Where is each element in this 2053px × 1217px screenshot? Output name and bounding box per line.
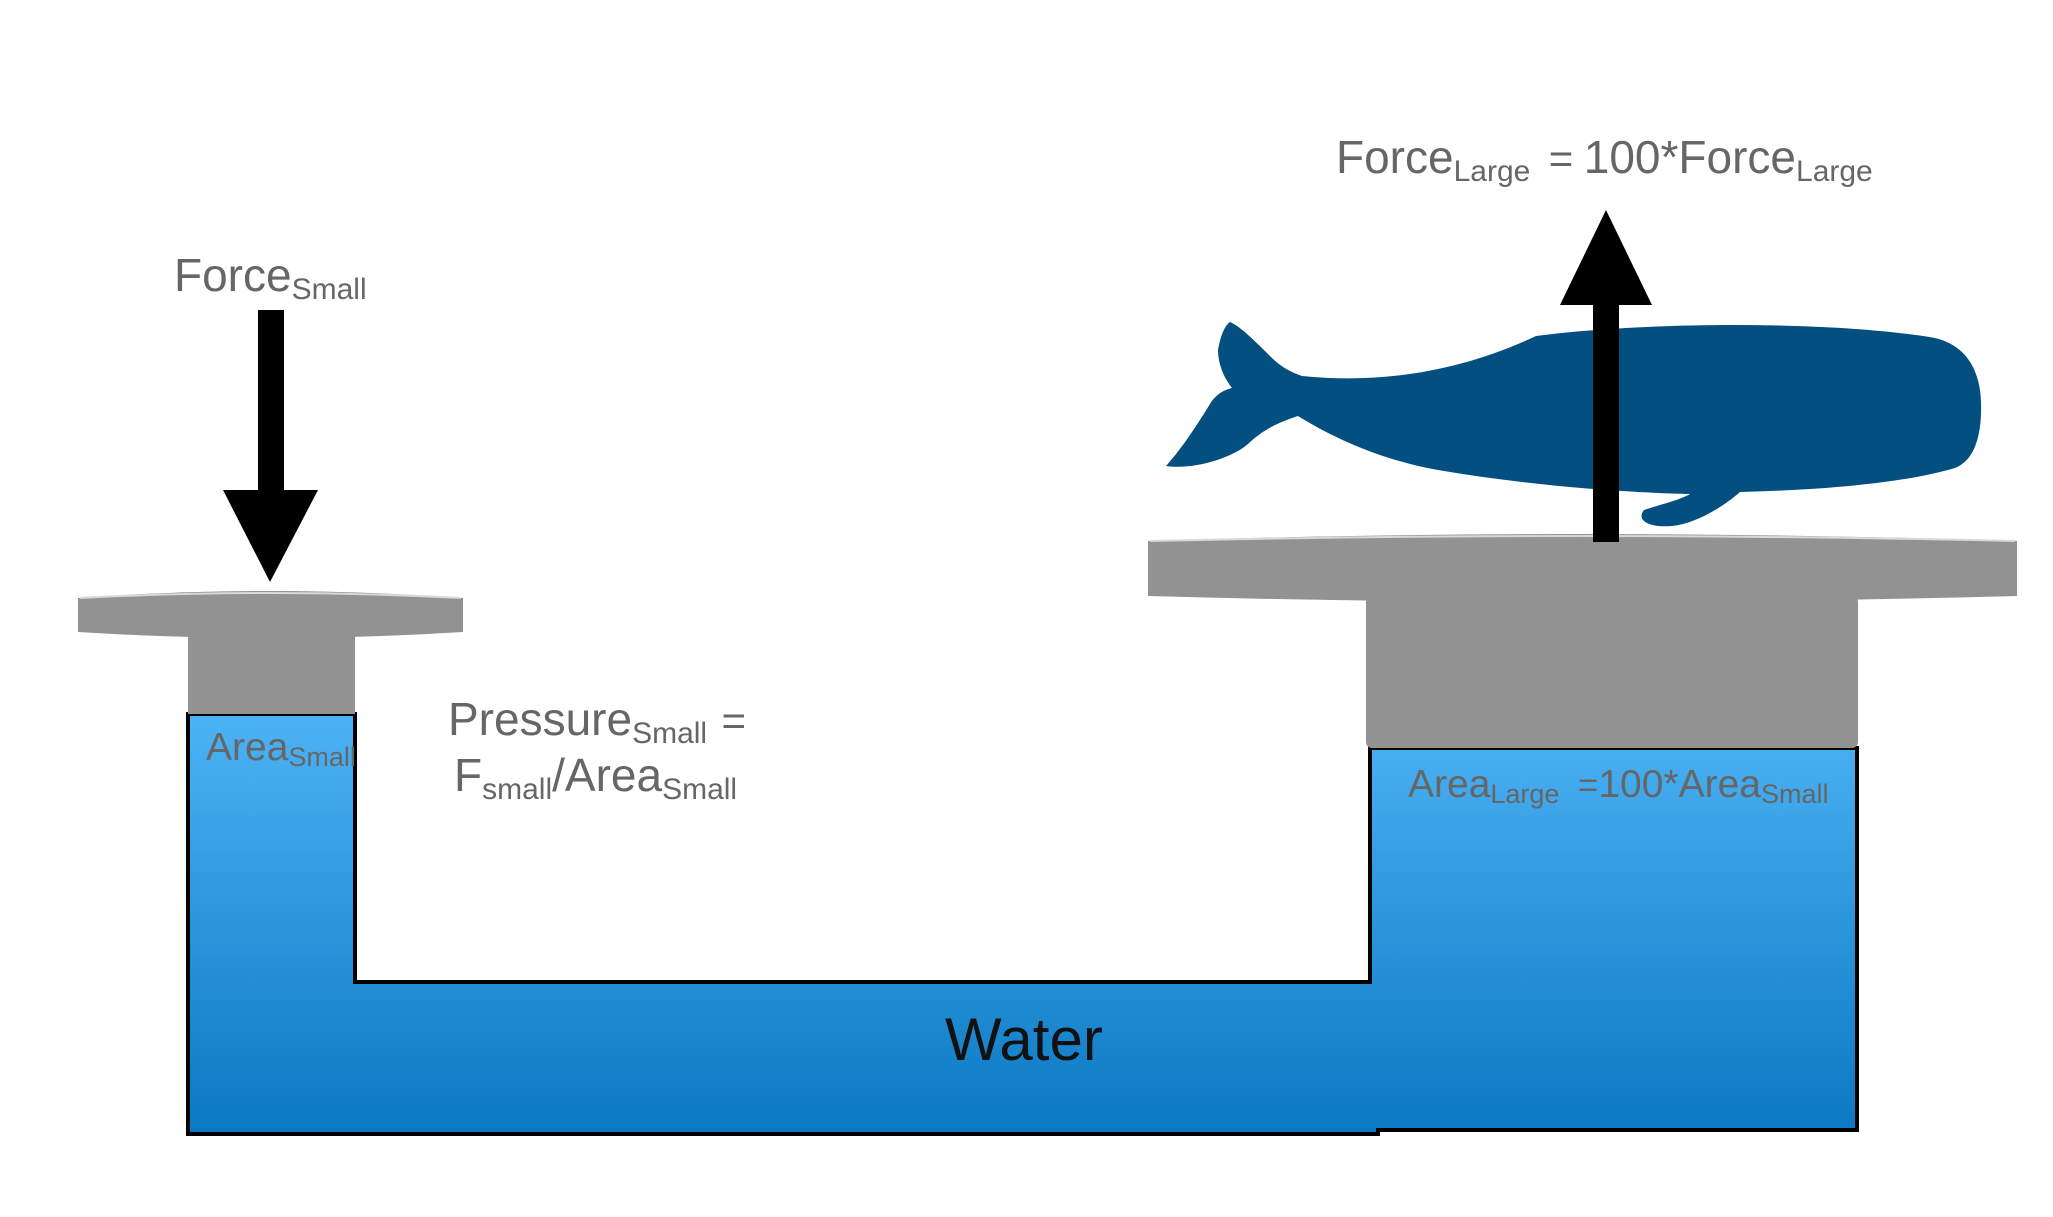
force-large-arrow-head xyxy=(1560,210,1652,305)
pressure-small-formula: Fsmall/AreaSmall xyxy=(454,752,737,805)
area-large-label-main: Area xyxy=(1408,763,1491,806)
large-piston xyxy=(1148,534,2017,748)
pressure-small-equals: = xyxy=(721,697,747,744)
pressure-small-label: PressureSmall = xyxy=(448,696,746,749)
force-large-rhs-main: Force xyxy=(1678,131,1797,183)
large-piston-rod xyxy=(1366,596,1858,748)
area-large-equals: = xyxy=(1577,766,1599,805)
area-small-label-main: Area xyxy=(206,726,289,769)
water-label: Water xyxy=(945,1006,1103,1073)
force-large-equals: = xyxy=(1548,135,1574,182)
force-large-multiplier: 100* xyxy=(1583,131,1679,183)
area-small-label-sub: Small xyxy=(288,742,356,772)
large-piston-plate xyxy=(1148,534,2017,602)
force-small-arrow-shaft xyxy=(258,310,284,500)
force-small-label-main: Force xyxy=(174,249,292,301)
pressure-small-label-main: Pressure xyxy=(448,693,633,745)
pressure-small-f-main: F xyxy=(454,749,483,801)
force-large-arrow xyxy=(1560,210,1652,542)
force-small-label-sub: Small xyxy=(291,273,367,306)
whale-silhouette xyxy=(1166,322,1982,527)
small-piston-rod xyxy=(188,636,355,714)
pressure-small-f-sub: small xyxy=(482,773,553,806)
small-piston xyxy=(78,591,463,714)
large-piston-rim xyxy=(1149,535,2016,542)
area-large-multiplier: 100* xyxy=(1598,763,1679,806)
force-large-arrow-shaft xyxy=(1593,300,1619,542)
force-large-rhs-sub: Large xyxy=(1796,155,1873,188)
area-large-rhs-main: Area xyxy=(1678,763,1761,806)
force-small-arrow-head xyxy=(223,490,318,582)
pressure-small-area-sub: Small xyxy=(662,773,738,806)
force-small-arrow xyxy=(223,310,318,582)
area-large-label: AreaLarge =100*AreaSmall xyxy=(1408,765,1829,808)
small-piston-rim xyxy=(79,592,462,599)
pressure-small-area-main: Area xyxy=(564,749,663,801)
area-small-label: AreaSmall xyxy=(206,728,356,771)
pressure-small-slash: / xyxy=(552,749,565,801)
force-large-label: ForceLarge = 100*ForceLarge xyxy=(1336,134,1873,187)
pressure-small-label-sub: Small xyxy=(632,717,708,750)
water-container xyxy=(186,712,1859,1136)
area-large-rhs-sub: Small xyxy=(1761,779,1829,809)
small-piston-plate xyxy=(78,591,463,638)
area-large-label-sub: Large xyxy=(1490,779,1560,809)
force-large-label-sub: Large xyxy=(1453,155,1531,188)
force-small-label: ForceSmall xyxy=(174,252,367,305)
force-large-label-main: Force xyxy=(1336,131,1454,183)
